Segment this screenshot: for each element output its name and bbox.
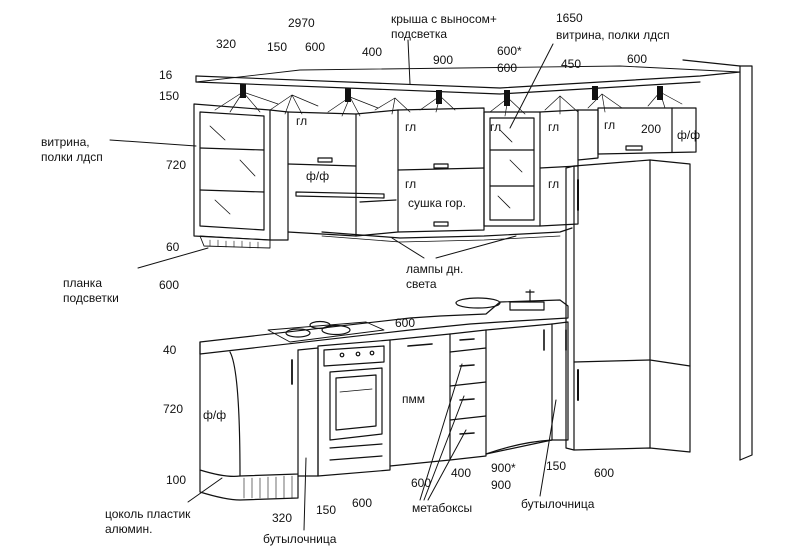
dim-bottom-900-star: 900* <box>491 461 516 475</box>
dim-left-720-lower: 720 <box>163 402 184 416</box>
label-bottle-right: бутылочница <box>521 497 595 511</box>
label-dishwasher: пмм <box>402 392 425 406</box>
dim-bottom-600-right: 600 <box>594 466 615 480</box>
label-bottle-left: бутылочница <box>263 532 337 546</box>
label-showcase-right: витрина, полки лдсп <box>556 28 670 42</box>
label-plinth: цоколь пластик алюмин. <box>105 507 191 536</box>
dim-top-150: 150 <box>267 40 288 54</box>
base-end-cabinet <box>199 349 299 501</box>
fridge <box>565 159 691 453</box>
label-gl-4: гл <box>490 120 502 134</box>
metabox-drawers <box>449 329 487 461</box>
dim-top-600-star: 600* <box>497 44 522 58</box>
label-showcase-left: витрина, полки лдсп <box>41 135 103 164</box>
dishwasher-cabinet <box>389 333 451 467</box>
dim-top-600-right: 600 <box>627 52 648 66</box>
dim-bottom-600-b: 600 <box>411 476 432 490</box>
dim-bottom-400: 400 <box>451 466 472 480</box>
label-lamps: лампы дн. света <box>406 262 464 291</box>
label-roof-lighting: крыша с выносом+ подсветка <box>391 12 497 41</box>
room-walls <box>682 59 753 461</box>
dim-top-400: 400 <box>362 45 383 59</box>
dim-bottom-600: 600 <box>352 496 373 510</box>
dim-top-320: 320 <box>216 37 237 51</box>
label-gl-3: гл <box>405 177 417 191</box>
label-gl-6: гл <box>548 177 560 191</box>
upper-showcase-left <box>193 103 289 249</box>
sink <box>455 289 545 311</box>
base-corner-cabinet <box>485 323 553 455</box>
label-dryer: сушка гор. <box>408 196 466 210</box>
label-metaboxes: метабоксы <box>412 501 473 515</box>
label-ff-lower: ф/ф <box>203 408 227 422</box>
light-rays <box>214 91 683 117</box>
dim-left-100: 100 <box>166 473 187 487</box>
countertop <box>199 299 569 355</box>
dim-left-720-upper: 720 <box>166 158 187 172</box>
dim-top-450: 450 <box>561 57 582 71</box>
dim-total-length: 2970 <box>288 16 315 30</box>
dim-top-600: 600 <box>305 40 326 54</box>
oven <box>317 339 391 477</box>
label-ff-right: ф/ф <box>677 128 701 142</box>
dim-left-150: 150 <box>159 89 180 103</box>
lamp-strip <box>321 227 573 243</box>
upper-cabinet-2 <box>287 109 399 237</box>
dim-left-60: 60 <box>166 240 180 254</box>
label-size-200: 200 <box>641 122 662 136</box>
dim-bottom-150: 150 <box>316 503 337 517</box>
label-light-strip: планка подсветки <box>63 276 119 305</box>
bottle-cabinet-right <box>551 321 569 441</box>
dim-top-600-b: 600 <box>497 61 518 75</box>
roof-brackets <box>240 84 663 106</box>
dim-counter-600: 600 <box>395 316 416 330</box>
dim-left-600: 600 <box>159 278 180 292</box>
dim-left-40: 40 <box>163 343 177 357</box>
dim-left-16: 16 <box>159 68 173 82</box>
label-gl-2: гл <box>405 120 417 134</box>
bottle-cabinet-left <box>297 347 319 477</box>
label-ff-upper: ф/ф <box>306 169 330 183</box>
hob <box>267 320 385 343</box>
upper-cabinets-right <box>577 107 697 161</box>
label-gl-5: гл <box>548 120 560 134</box>
dim-bottom-320: 320 <box>272 511 293 525</box>
dim-top-1650: 1650 <box>556 11 583 25</box>
leader-lines <box>109 39 557 531</box>
dim-bottom-150-b: 150 <box>546 459 567 473</box>
dim-top-900: 900 <box>433 53 454 67</box>
label-gl-7: гл <box>604 118 616 132</box>
dim-bottom-900: 900 <box>491 478 512 492</box>
label-gl-1: гл <box>296 114 308 128</box>
